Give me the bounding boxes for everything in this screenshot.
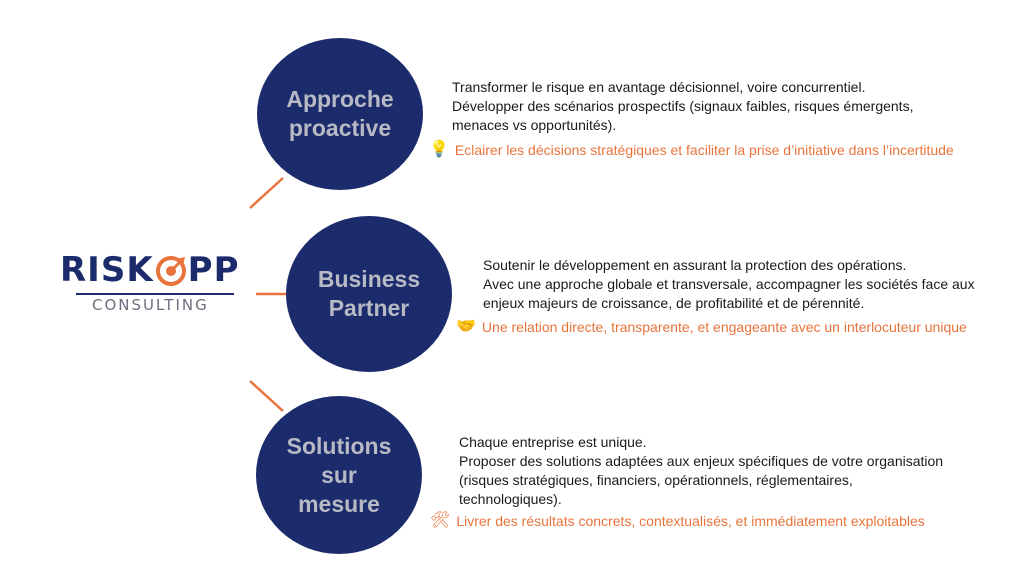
- tools-icon: 🛠: [430, 512, 451, 529]
- pillar-title: Solutions sur mesure: [286, 432, 392, 517]
- pillar-highlight-business-partner: 🤝 Une relation directe, transparente, et…: [456, 318, 967, 336]
- description-line: Développer des scénarios prospectifs (si…: [452, 98, 914, 114]
- description-line: Chaque entreprise est unique.: [459, 434, 647, 450]
- pillar-description-business-partner: Soutenir le développement en assurant la…: [483, 256, 975, 313]
- pillar-title: Business Partner: [317, 266, 421, 321]
- handshake-icon: 🤝: [456, 318, 476, 335]
- description-line: technologiques).: [459, 491, 562, 507]
- description-line: Transformer le risque en avantage décisi…: [452, 79, 866, 95]
- pillar-highlight-custom-solutions: 🛠 Livrer des résultats concrets, context…: [430, 512, 925, 530]
- pillar-description-custom-solutions: Chaque entreprise est unique. Proposer d…: [459, 433, 943, 509]
- logo-suffix: PP: [187, 250, 240, 290]
- highlight-text: Une relation directe, transparente, et e…: [481, 319, 967, 335]
- logo-target-arrow-icon: [155, 256, 186, 286]
- lightbulb-icon: 💡: [429, 141, 449, 158]
- description-line: enjeux majeurs de croissance, de profita…: [483, 295, 865, 311]
- logo-wordmark: RISK PP: [60, 250, 240, 290]
- description-line: Soutenir le développement en assurant la…: [483, 257, 907, 273]
- pillar-title: Approche proactive: [286, 86, 394, 141]
- description-line: Avec une approche globale et transversal…: [483, 276, 975, 292]
- connector-line-bottom: [249, 380, 284, 412]
- company-logo: RISK PP CONSULTING: [56, 250, 246, 320]
- highlight-text: Livrer des résultats concrets, contextua…: [456, 513, 925, 529]
- logo-prefix: RISK: [60, 250, 154, 290]
- logo-subtitle: CONSULTING: [92, 296, 209, 314]
- description-line: menaces vs opportunités).: [452, 117, 617, 133]
- description-line: Proposer des solutions adaptées aux enje…: [459, 453, 944, 469]
- pillar-circle-proactive: Approche proactive: [257, 38, 423, 190]
- connector-line-top: [249, 177, 284, 209]
- logo-divider: [76, 293, 234, 295]
- highlight-text: Eclairer les décisions stratégiques et f…: [454, 142, 954, 158]
- pillar-highlight-proactive: 💡 Eclairer les décisions stratégiques et…: [429, 141, 954, 159]
- pillar-description-proactive: Transformer le risque en avantage décisi…: [452, 78, 913, 135]
- pillar-circle-business-partner: Business Partner: [286, 216, 452, 372]
- description-line: (risques stratégiques, financiers, opéra…: [459, 472, 853, 488]
- pillar-circle-custom-solutions: Solutions sur mesure: [256, 396, 422, 554]
